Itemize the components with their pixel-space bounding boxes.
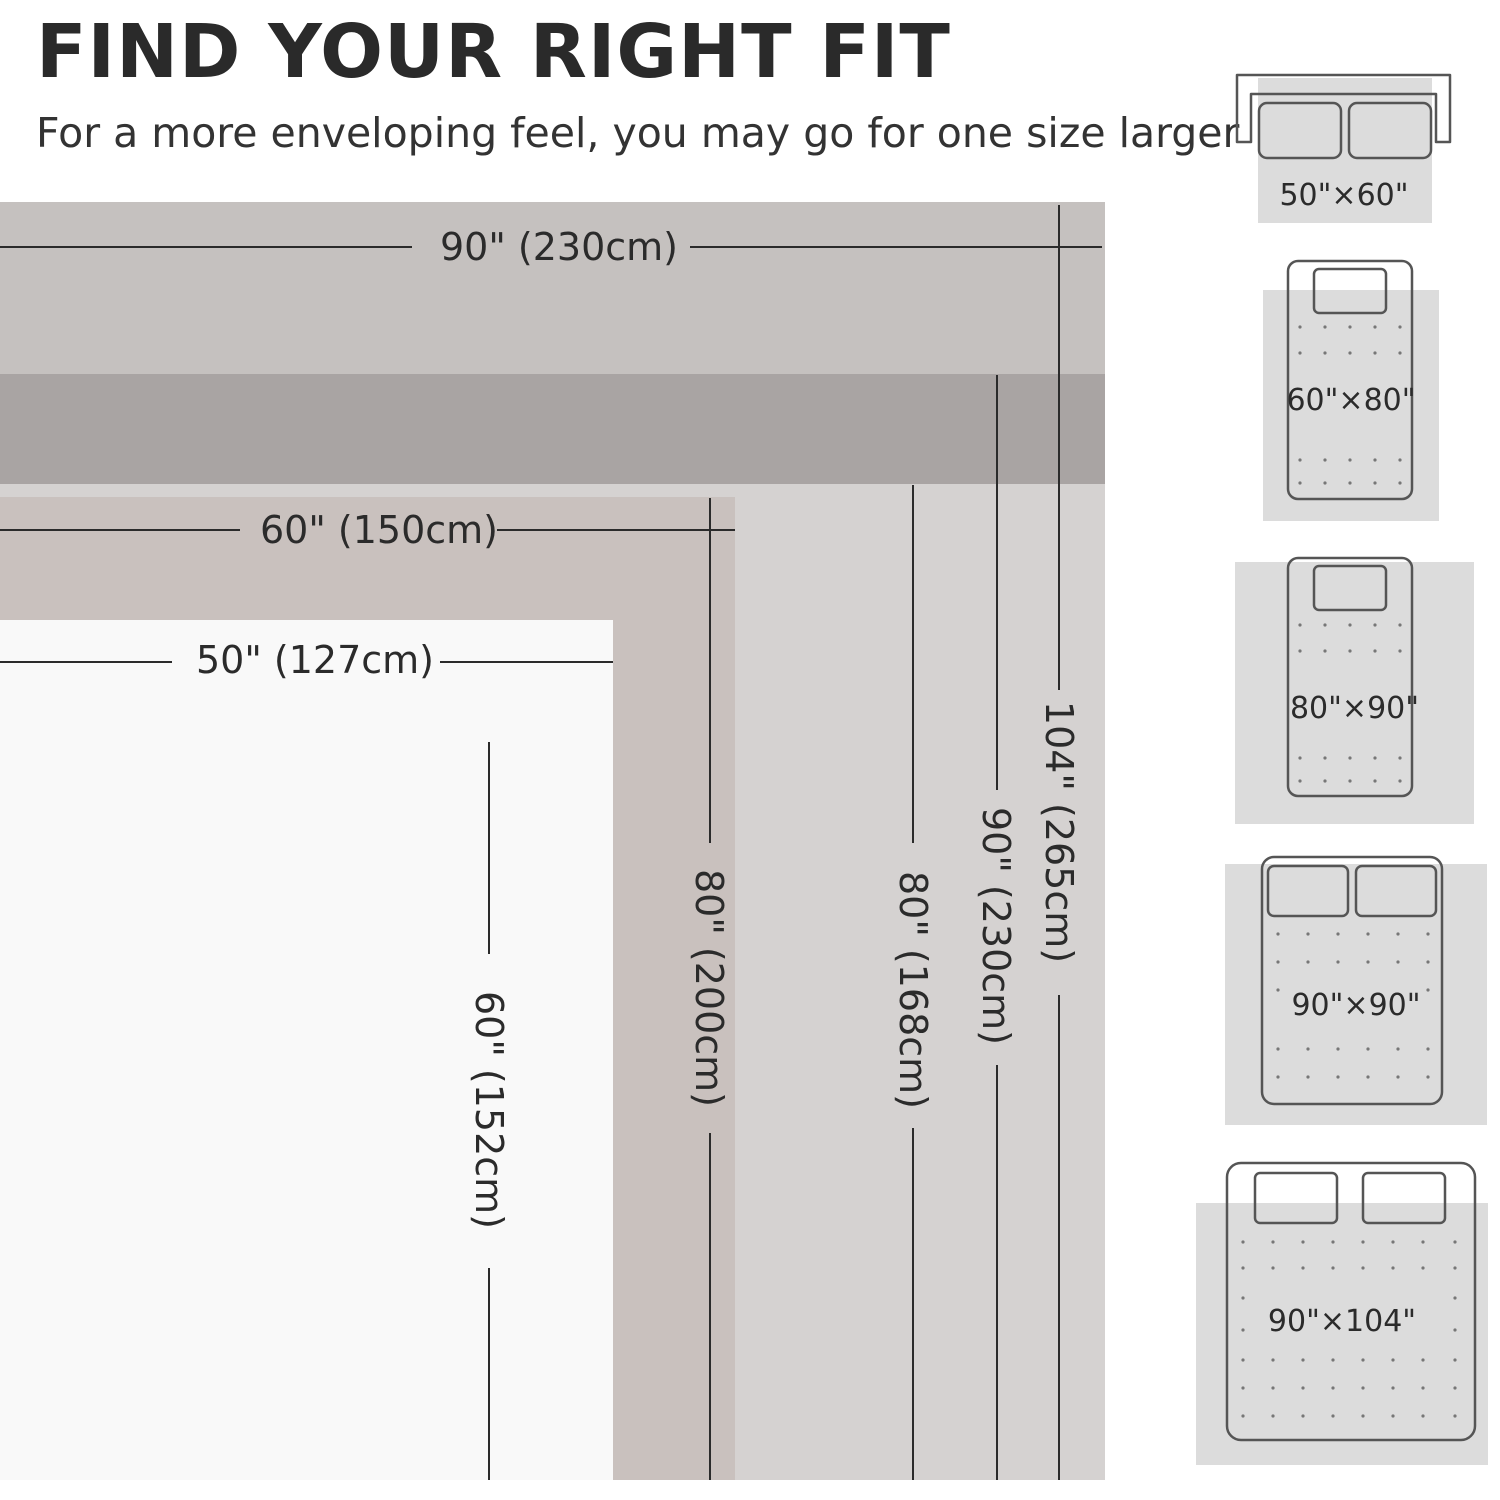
length-104-line-top: [1058, 205, 1060, 690]
length-104-line-bottom: [1058, 995, 1060, 1480]
blanket-area-50x60: [0, 620, 613, 1480]
width-50-line-right: [440, 661, 613, 663]
width-90-line-right: [690, 246, 1102, 248]
king-bed-icon: [1196, 1161, 1488, 1465]
size-label-50x60: 50"×60": [1279, 178, 1409, 213]
size-thumb-sofa: 50"×60": [1232, 70, 1456, 230]
length-60-line-top: [488, 742, 490, 954]
single-bed-icon: [1235, 556, 1474, 824]
page-title: FIND YOUR RIGHT FIT: [36, 9, 951, 95]
length-80-200-line-bottom: [709, 1133, 711, 1480]
size-thumb-double-90x90: 90"×90": [1222, 852, 1490, 1129]
length-104-label: 104" (265cm): [1037, 700, 1081, 964]
width-60-line-left: [0, 529, 240, 531]
size-thumb-single-80x90: 80"×90": [1232, 553, 1477, 828]
width-60-label: 60" (150cm): [260, 508, 499, 552]
size-label-90x104: 90"×104": [1267, 1304, 1417, 1339]
single-bed-icon: [1263, 259, 1439, 521]
length-90-line-bottom: [996, 1065, 998, 1480]
width-90-line-left: [0, 246, 412, 248]
size-label-80x90: 80"×90": [1289, 691, 1420, 726]
size-thumb-single-60x80: 60"×80": [1260, 255, 1442, 525]
width-50-line-left: [0, 661, 172, 663]
blanket-area-90x90: [0, 374, 1105, 484]
width-50-label: 50" (127cm): [196, 638, 435, 682]
length-80-168-label: 80" (168cm): [891, 870, 935, 1109]
length-60-label: 60" (152cm): [467, 990, 511, 1229]
page-subtitle: For a more enveloping feel, you may go f…: [36, 109, 1240, 157]
size-label-90x90: 90"×90": [1291, 988, 1421, 1023]
double-bed-icon: [1225, 855, 1487, 1125]
length-80-200-label: 80" (200cm): [687, 868, 731, 1107]
size-thumb-king-90x104: 90"×104": [1193, 1158, 1491, 1470]
length-80-168-line-top: [912, 485, 914, 843]
width-90-label: 90" (230cm): [440, 225, 679, 269]
size-label-60x80: 60"×80": [1286, 383, 1416, 418]
length-90-label: 90" (230cm): [974, 806, 1018, 1045]
sofa-icon: [1235, 73, 1452, 223]
length-90-line-top: [996, 375, 998, 790]
length-80-200-line-top: [709, 498, 711, 843]
length-60-line-bottom: [488, 1268, 490, 1480]
length-80-168-line-bottom: [912, 1128, 914, 1480]
width-60-line-right: [497, 529, 735, 531]
